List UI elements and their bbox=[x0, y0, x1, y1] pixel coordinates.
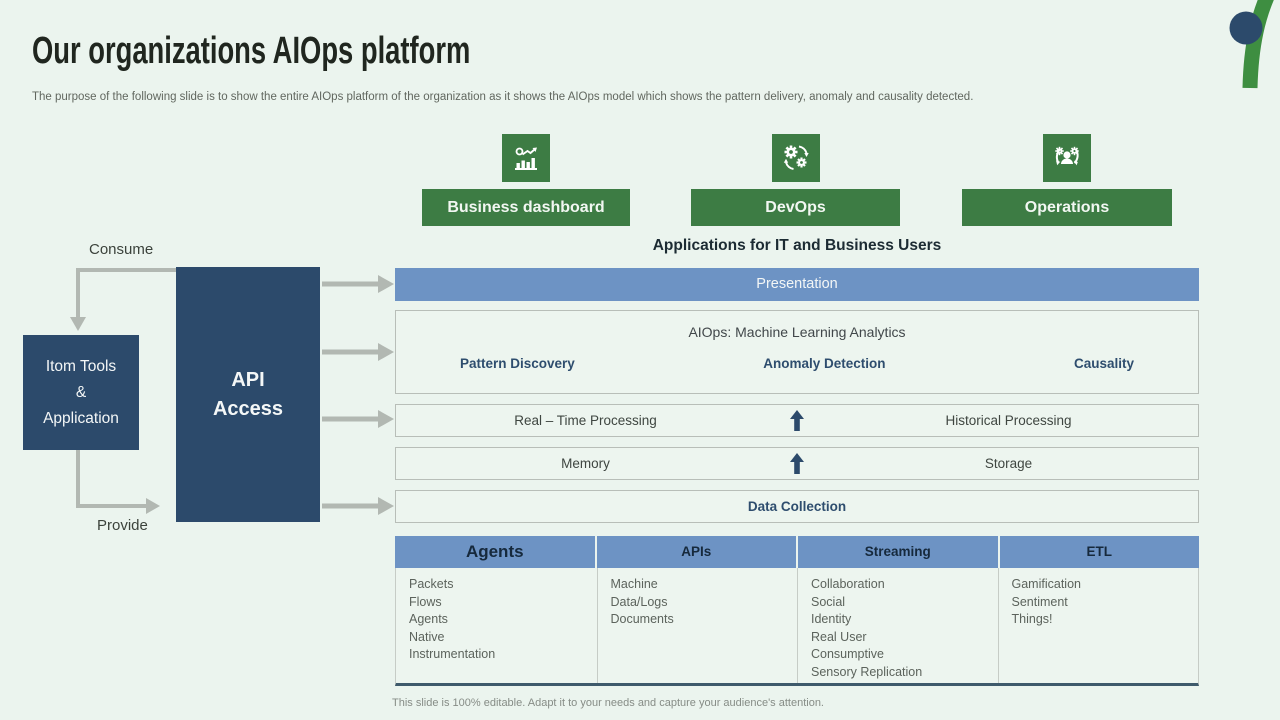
table-header-streaming: Streaming bbox=[798, 536, 998, 568]
table-header-row: Agents APIs Streaming ETL bbox=[395, 536, 1199, 568]
applications-heading: Applications for IT and Business Users bbox=[652, 237, 942, 254]
operations-people-icon bbox=[1043, 134, 1091, 182]
table-cell-item: Social bbox=[811, 594, 846, 609]
table-cell-item: Machine bbox=[610, 577, 658, 591]
table-cell-item: Gamification bbox=[1011, 577, 1081, 591]
data-collection-bar: Data Collection bbox=[395, 490, 1199, 523]
table-cell-item: Data/Logs bbox=[610, 594, 668, 609]
brand-logo-icon bbox=[1229, 0, 1274, 89]
table-cell-item: Sentiment bbox=[1011, 594, 1068, 609]
footer-note: This slide is 100% editable. Adapt it to… bbox=[392, 697, 824, 709]
table-cell-item: Real User bbox=[811, 629, 867, 644]
badge-devops: DevOps bbox=[691, 134, 900, 226]
badge-label: DevOps bbox=[691, 189, 900, 226]
up-arrow-icon bbox=[775, 409, 819, 433]
presentation-bar: Presentation bbox=[395, 268, 1199, 301]
storage-label: Storage bbox=[984, 456, 1033, 471]
badge-label: Operations bbox=[962, 189, 1172, 226]
page-title: Our organizations AIOps platform bbox=[32, 30, 471, 72]
memory-storage-row: Memory Storage bbox=[395, 447, 1199, 480]
table-header-apis: APIs bbox=[596, 536, 796, 568]
devops-gears-icon bbox=[771, 134, 820, 182]
table-cell-item: Instrumentation bbox=[409, 647, 496, 661]
table-cell-item: Packets bbox=[409, 577, 454, 591]
table-cell-item: Identity bbox=[811, 612, 852, 626]
slide-subtitle: The purpose of the following slide is to… bbox=[32, 91, 974, 103]
table-cell-item: Things! bbox=[1011, 612, 1053, 626]
table-cell-item: Flows bbox=[409, 594, 442, 609]
aiops-item-causality: Causality bbox=[1073, 356, 1134, 371]
memory-label: Memory bbox=[561, 456, 610, 471]
badge-label: Business dashboard bbox=[422, 189, 630, 226]
provide-label: Provide bbox=[97, 517, 148, 534]
api-access-box: API Access bbox=[176, 267, 320, 522]
aiops-item-anomaly-detection: Anomaly Detection bbox=[763, 356, 886, 371]
table-header-agents: Agents bbox=[395, 536, 595, 568]
table-cell-item: Sensory Replication bbox=[811, 664, 923, 679]
table-cell-item: Native bbox=[409, 629, 445, 644]
table-cell-item: Collaboration bbox=[811, 577, 885, 591]
processing-row: Real – Time Processing Historical Proces… bbox=[395, 404, 1199, 437]
table-header-etl: ETL bbox=[999, 536, 1199, 568]
dashboard-icon bbox=[502, 134, 550, 182]
table-cell-item: Consumptive bbox=[811, 647, 884, 661]
historical-processing-label: Historical Processing bbox=[945, 413, 1072, 428]
realtime-processing-label: Real – Time Processing bbox=[514, 413, 657, 428]
aiops-item-pattern-discovery: Pattern Discovery bbox=[460, 356, 575, 371]
aiops-analytics-box: AIOps: Machine Learning Analytics Patter… bbox=[395, 310, 1199, 394]
badge-business-dashboard: Business dashboard bbox=[422, 134, 630, 226]
aiops-box-title: AIOps: Machine Learning Analytics bbox=[688, 324, 906, 340]
up-arrow-icon bbox=[775, 452, 819, 476]
consume-label: Consume bbox=[89, 241, 154, 258]
table-cell-item: Documents bbox=[610, 612, 674, 626]
table-cell-item: Agents bbox=[409, 612, 448, 626]
itom-tools-box: Itom Tools & Application bbox=[23, 335, 139, 450]
badge-operations: Operations bbox=[962, 134, 1172, 226]
